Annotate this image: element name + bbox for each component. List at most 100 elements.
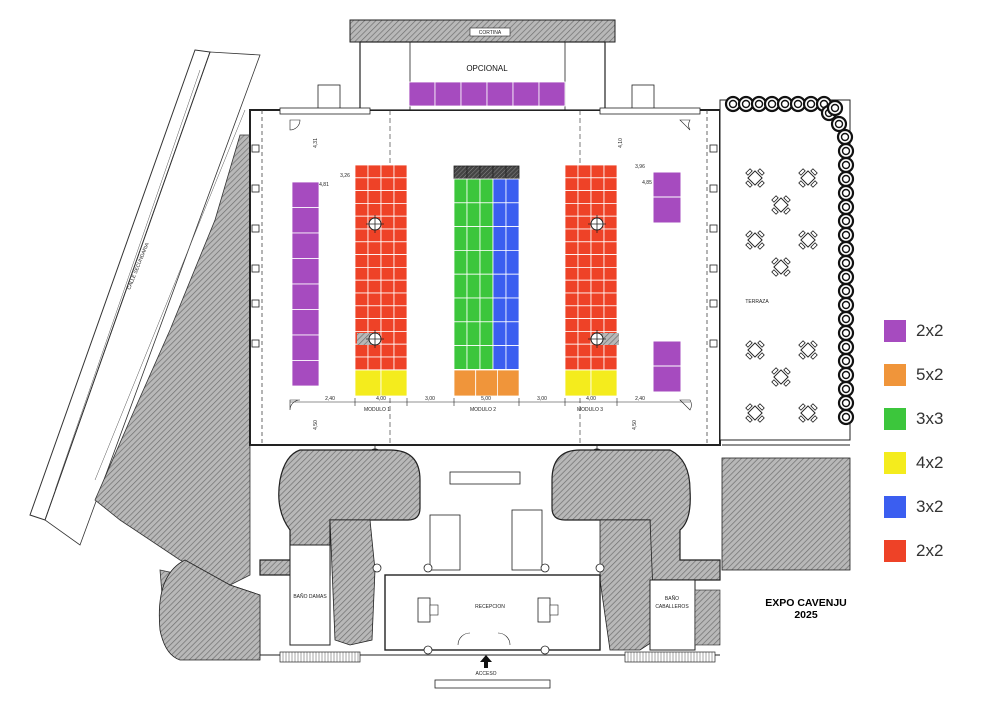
red-booth[interactable] bbox=[577, 292, 592, 307]
blue-booth[interactable] bbox=[492, 178, 507, 204]
left-purple-booth[interactable] bbox=[291, 283, 320, 310]
red-booth[interactable] bbox=[367, 228, 382, 243]
green-booth[interactable] bbox=[453, 273, 468, 299]
red-booth[interactable] bbox=[380, 292, 395, 307]
blue-booth[interactable] bbox=[492, 321, 507, 346]
red-booth[interactable] bbox=[590, 279, 605, 294]
green-booth[interactable] bbox=[453, 178, 468, 204]
red-booth[interactable] bbox=[380, 330, 395, 345]
red-booth[interactable] bbox=[564, 266, 579, 281]
red-booth[interactable] bbox=[603, 318, 618, 332]
red-booth[interactable] bbox=[380, 190, 395, 204]
red-booth[interactable] bbox=[380, 343, 395, 358]
left-purple-booth[interactable] bbox=[291, 258, 320, 285]
red-booth[interactable] bbox=[393, 279, 408, 294]
orange-booth[interactable] bbox=[475, 369, 498, 397]
green-booth[interactable] bbox=[466, 273, 481, 299]
red-booth[interactable] bbox=[590, 164, 605, 179]
red-booth[interactable] bbox=[603, 177, 618, 192]
red-booth[interactable] bbox=[603, 305, 618, 319]
red-booth[interactable] bbox=[564, 292, 579, 307]
red-booth[interactable] bbox=[603, 266, 618, 281]
red-booth[interactable] bbox=[380, 254, 395, 268]
red-booth[interactable] bbox=[590, 177, 605, 192]
red-booth[interactable] bbox=[380, 279, 395, 294]
red-booth[interactable] bbox=[603, 292, 618, 307]
red-booth[interactable] bbox=[367, 292, 382, 307]
yellow-booth[interactable] bbox=[354, 369, 382, 397]
blue-booth[interactable] bbox=[505, 178, 520, 204]
red-booth[interactable] bbox=[393, 254, 408, 268]
green-booth[interactable] bbox=[479, 297, 494, 323]
red-booth[interactable] bbox=[393, 343, 408, 358]
left-purple-booth[interactable] bbox=[291, 181, 320, 208]
opcional-booth[interactable] bbox=[538, 81, 566, 107]
red-booth[interactable] bbox=[354, 254, 369, 268]
green-booth[interactable] bbox=[479, 345, 494, 370]
red-booth[interactable] bbox=[577, 190, 592, 204]
red-booth[interactable] bbox=[577, 228, 592, 243]
red-booth[interactable] bbox=[380, 318, 395, 332]
red-booth[interactable] bbox=[393, 305, 408, 319]
green-booth[interactable] bbox=[479, 249, 494, 275]
orange-booth[interactable] bbox=[496, 369, 520, 397]
red-booth[interactable] bbox=[564, 343, 579, 358]
red-booth[interactable] bbox=[564, 254, 579, 268]
left-purple-booth[interactable] bbox=[291, 334, 320, 361]
red-booth[interactable] bbox=[603, 190, 618, 204]
red-booth[interactable] bbox=[393, 190, 408, 204]
red-booth[interactable] bbox=[354, 164, 369, 179]
red-booth[interactable] bbox=[564, 241, 579, 256]
red-booth[interactable] bbox=[590, 266, 605, 281]
green-booth[interactable] bbox=[479, 178, 494, 204]
red-booth[interactable] bbox=[603, 202, 618, 217]
red-booth[interactable] bbox=[367, 279, 382, 294]
red-booth[interactable] bbox=[393, 318, 408, 332]
red-booth[interactable] bbox=[603, 356, 618, 371]
red-booth[interactable] bbox=[380, 356, 395, 371]
red-booth[interactable] bbox=[564, 215, 579, 230]
opcional-booth[interactable] bbox=[460, 81, 488, 107]
red-booth[interactable] bbox=[577, 266, 592, 281]
red-booth[interactable] bbox=[354, 241, 369, 256]
green-booth[interactable] bbox=[479, 226, 494, 251]
blue-booth[interactable] bbox=[505, 345, 520, 370]
red-booth[interactable] bbox=[354, 343, 369, 358]
yellow-booth[interactable] bbox=[590, 369, 618, 397]
blue-booth[interactable] bbox=[492, 202, 507, 228]
red-booth[interactable] bbox=[354, 177, 369, 192]
red-booth[interactable] bbox=[590, 318, 605, 332]
green-booth[interactable] bbox=[453, 321, 468, 346]
red-booth[interactable] bbox=[354, 279, 369, 294]
red-booth[interactable] bbox=[564, 177, 579, 192]
red-booth[interactable] bbox=[354, 215, 369, 230]
red-booth[interactable] bbox=[367, 254, 382, 268]
red-booth[interactable] bbox=[354, 266, 369, 281]
green-booth[interactable] bbox=[466, 249, 481, 275]
red-booth[interactable] bbox=[354, 190, 369, 204]
opcional-booth[interactable] bbox=[434, 81, 462, 107]
left-purple-booth[interactable] bbox=[291, 309, 320, 336]
red-booth[interactable] bbox=[354, 356, 369, 371]
orange-booth[interactable] bbox=[453, 369, 477, 397]
red-booth[interactable] bbox=[577, 279, 592, 294]
red-booth[interactable] bbox=[603, 241, 618, 256]
red-booth[interactable] bbox=[380, 241, 395, 256]
green-booth[interactable] bbox=[479, 321, 494, 346]
red-booth[interactable] bbox=[367, 343, 382, 358]
red-booth[interactable] bbox=[564, 305, 579, 319]
opcional-booth[interactable] bbox=[408, 81, 436, 107]
green-booth[interactable] bbox=[466, 297, 481, 323]
red-booth[interactable] bbox=[367, 241, 382, 256]
red-booth[interactable] bbox=[577, 202, 592, 217]
red-booth[interactable] bbox=[564, 356, 579, 371]
red-booth[interactable] bbox=[354, 202, 369, 217]
red-booth[interactable] bbox=[590, 190, 605, 204]
blue-booth[interactable] bbox=[505, 273, 520, 299]
green-booth[interactable] bbox=[453, 297, 468, 323]
red-booth[interactable] bbox=[603, 228, 618, 243]
red-booth[interactable] bbox=[393, 177, 408, 192]
red-booth[interactable] bbox=[354, 292, 369, 307]
red-booth[interactable] bbox=[590, 292, 605, 307]
red-booth[interactable] bbox=[564, 330, 579, 345]
